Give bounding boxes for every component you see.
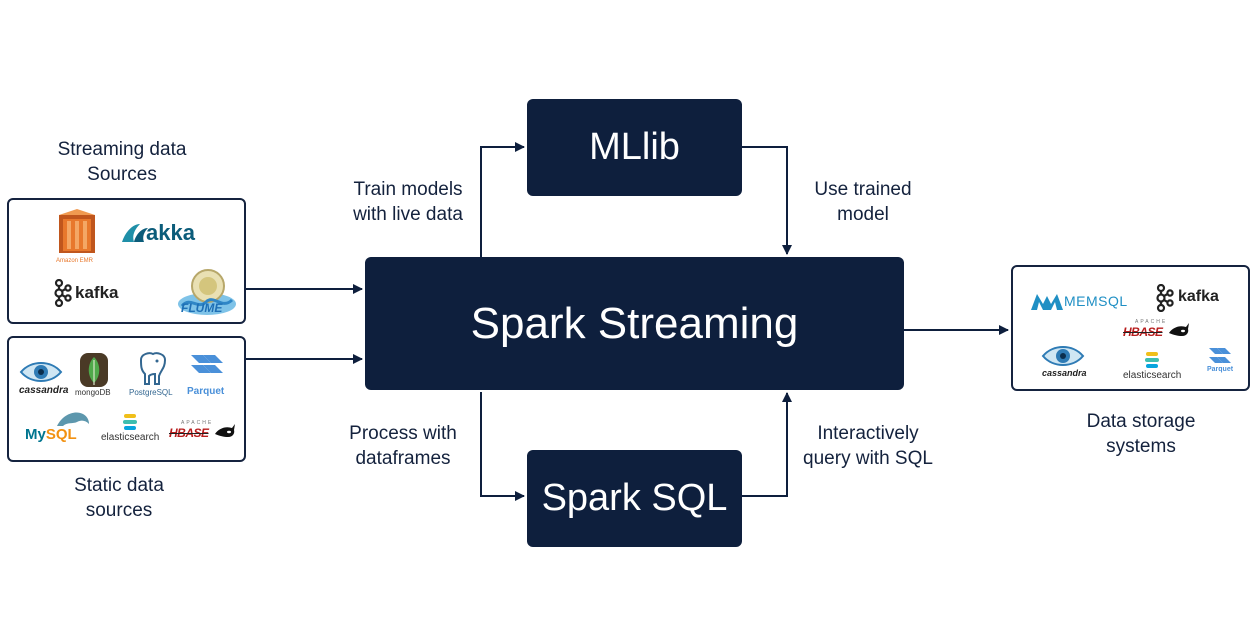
hbase-apache-label: APACHE <box>181 420 214 426</box>
parquet-storage-icon <box>1209 348 1231 363</box>
flume-label: FLUME <box>181 301 223 315</box>
parquet-storage-label: Parquet <box>1207 366 1234 373</box>
parquet-icon <box>191 355 223 373</box>
storage-title: Data storage systems <box>1086 411 1196 457</box>
spark-streaming-node: Spark Streaming <box>365 257 904 390</box>
flume-icon <box>178 269 236 315</box>
storage-systems-panel: MEMSQL kafka APACHE HBASE cassandra elas… <box>1011 265 1250 391</box>
hbase-label: HBASE <box>169 426 209 440</box>
kafka-icon <box>54 279 72 307</box>
label-use-trained-model: Use trained model <box>814 179 912 225</box>
label-process-dataframes: Process with dataframes <box>349 423 457 469</box>
spark-streaming-label: Spark Streaming <box>470 298 799 348</box>
kafka-storage-icon <box>1156 284 1174 312</box>
static-sources-title: Static data sources <box>74 475 164 521</box>
elasticsearch-label: elasticsearch <box>101 432 160 443</box>
spark-sql-label: Spark SQL <box>541 477 728 519</box>
mllib-label: MLlib <box>589 126 680 168</box>
memsql-label: MEMSQL <box>1064 293 1128 309</box>
hbase-orca-icon <box>215 424 235 437</box>
elasticsearch-storage-label: elasticsearch <box>1123 370 1182 381</box>
cassandra-storage-label: cassandra <box>1042 368 1087 378</box>
memsql-icon <box>1031 294 1063 310</box>
mongodb-leaf-icon <box>80 353 108 387</box>
streaming-sources-title: Streaming data Sources <box>57 139 187 185</box>
cassandra-eye-icon <box>19 362 63 382</box>
arrow-spark-to-sparksql <box>480 392 525 501</box>
spark-sql-node: Spark SQL <box>527 450 742 547</box>
akka-icon <box>122 224 148 242</box>
mllib-node: MLlib <box>527 99 742 196</box>
arrow-sparksql-to-spark <box>742 392 792 497</box>
elasticsearch-icon <box>123 414 137 430</box>
mysql-dolphin-icon <box>57 412 89 426</box>
streaming-sources-panel: Amazon EMR akka kafka FLUME <box>7 198 246 324</box>
postgresql-elephant-icon <box>139 352 167 385</box>
parquet-label: Parquet <box>187 386 225 397</box>
hbase-storage-label: HBASE <box>1123 325 1163 339</box>
postgresql-label: PostgreSQL <box>129 388 173 397</box>
elasticsearch-storage-icon <box>1145 352 1159 368</box>
label-interactively-query: Interactively query with SQL <box>803 423 933 469</box>
cassandra-label: cassandra <box>19 385 69 396</box>
arrow-mllib-to-spark <box>742 146 792 255</box>
kafka-label: kafka <box>75 283 119 302</box>
akka-label: akka <box>146 220 195 245</box>
static-sources-panel: cassandra mongoDB PostgreSQL Parquet MyS… <box>7 336 246 462</box>
mongodb-label: mongoDB <box>75 388 111 397</box>
amazon-emr-label: Amazon EMR <box>56 258 94 264</box>
mysql-label: MySQL <box>25 426 77 443</box>
arrow-spark-to-mllib <box>480 142 525 257</box>
amazon-emr-icon <box>59 209 95 253</box>
kafka-storage-label: kafka <box>1178 288 1219 305</box>
cassandra-storage-eye-icon <box>1041 346 1085 366</box>
hbase-storage-orca-icon <box>1169 323 1189 336</box>
hbase-storage-apache-label: APACHE <box>1135 319 1168 325</box>
label-train-models: Train models with live data <box>353 179 463 225</box>
